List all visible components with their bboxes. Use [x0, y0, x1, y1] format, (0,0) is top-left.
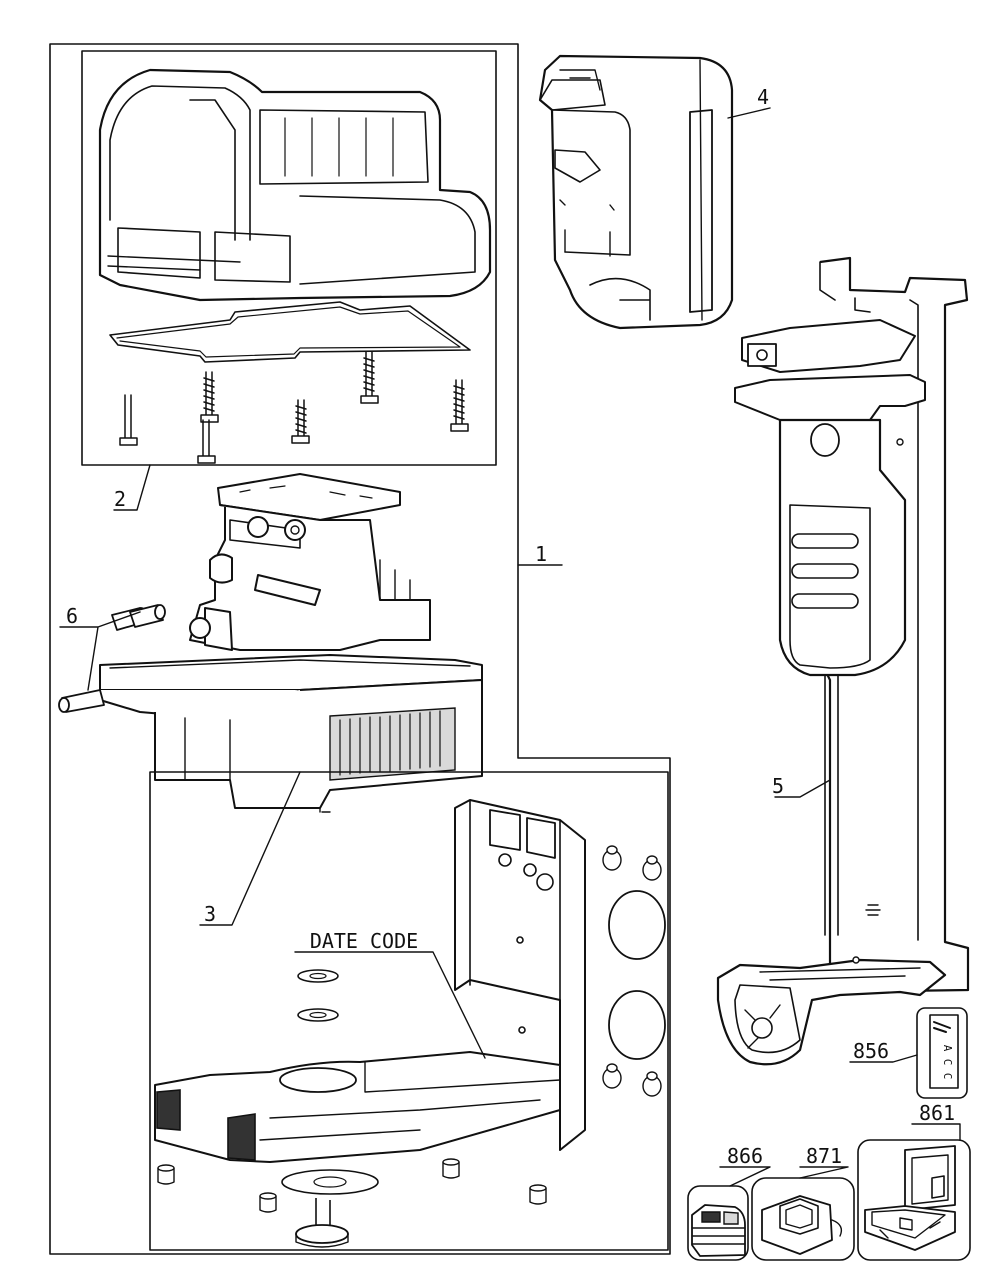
acc-label-tag — [929, 1014, 959, 1089]
clamp-bracket-part — [716, 256, 970, 1066]
callout-4: 4 — [757, 85, 769, 109]
callout-861: 861 — [919, 1101, 955, 1125]
laser-body-part — [99, 473, 483, 813]
callout-866: 866 — [727, 1144, 763, 1168]
acc-letter-1: A — [941, 1045, 954, 1052]
assembly-3-box — [149, 771, 669, 1251]
bracket-part — [154, 799, 666, 1248]
charger-part — [761, 1195, 843, 1255]
callout-5: 5 — [772, 774, 784, 798]
callout-3: 3 — [204, 902, 216, 926]
callout-1: 1 — [535, 542, 547, 566]
case-part — [864, 1145, 956, 1251]
battery-part — [691, 1204, 746, 1257]
acc-letter-3: C — [941, 1073, 954, 1080]
callout-6: 6 — [66, 604, 78, 628]
callout-856: 856 — [853, 1039, 889, 1063]
gasket-part — [109, 301, 471, 363]
date-code-label: DATE CODE — [310, 929, 418, 953]
acc-letter-2: C — [941, 1059, 954, 1066]
assembly-1-outline — [49, 43, 671, 1255]
callout-871: 871 — [806, 1144, 842, 1168]
screws-part — [119, 351, 469, 464]
assembly-2-box — [81, 50, 497, 466]
top-cover-part — [98, 68, 492, 302]
leader-lines — [59, 107, 961, 1187]
callout-2: 2 — [114, 487, 126, 511]
battery-pack-part — [538, 54, 734, 330]
